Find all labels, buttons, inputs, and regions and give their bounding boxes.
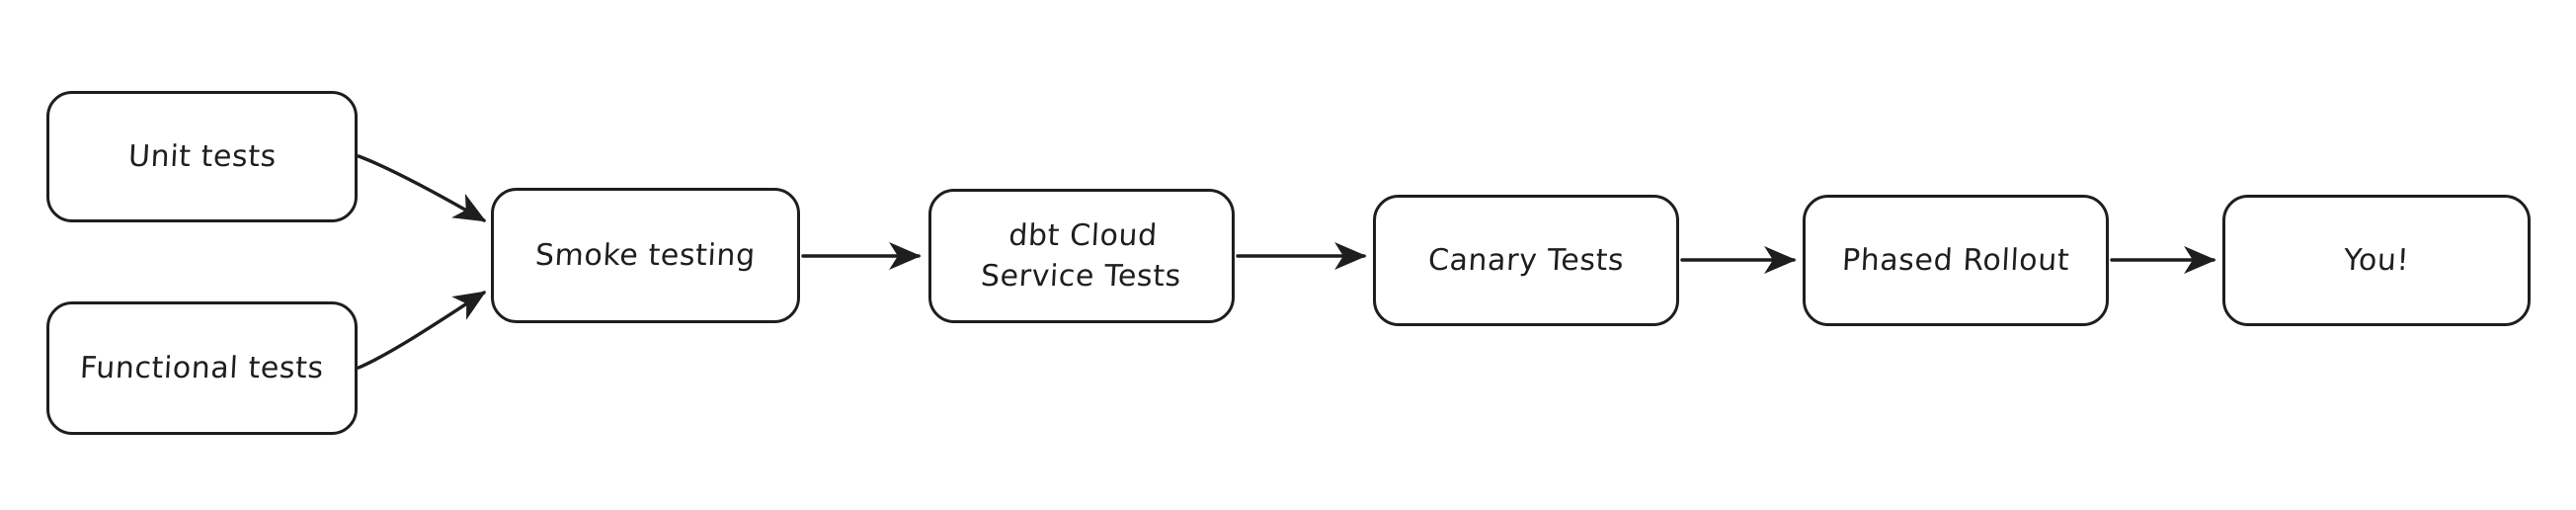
node-you[interactable]: You! [2222,195,2531,326]
node-functional-tests-label: Functional tests [79,350,325,385]
node-dbt-cloud-service-tests[interactable]: dbt Cloud Service Tests [928,189,1235,323]
node-unit-tests[interactable]: Unit tests [46,91,358,222]
node-canary-tests-label: Canary Tests [1426,242,1626,278]
node-you-label: You! [2343,242,2410,278]
edge-unit-to-smoke [357,154,487,222]
node-phased-rollout-label: Phased Rollout [1840,242,2071,278]
edge-functional-to-smoke [357,291,487,370]
node-smoke-testing-label: Smoke testing [534,237,757,273]
node-functional-tests[interactable]: Functional tests [46,301,358,435]
node-phased-rollout[interactable]: Phased Rollout [1803,195,2109,326]
node-dbt-cloud-service-tests-label: dbt Cloud Service Tests [979,217,1182,294]
node-smoke-testing[interactable]: Smoke testing [491,188,800,323]
node-canary-tests[interactable]: Canary Tests [1373,195,1679,326]
node-unit-tests-label: Unit tests [126,138,278,174]
